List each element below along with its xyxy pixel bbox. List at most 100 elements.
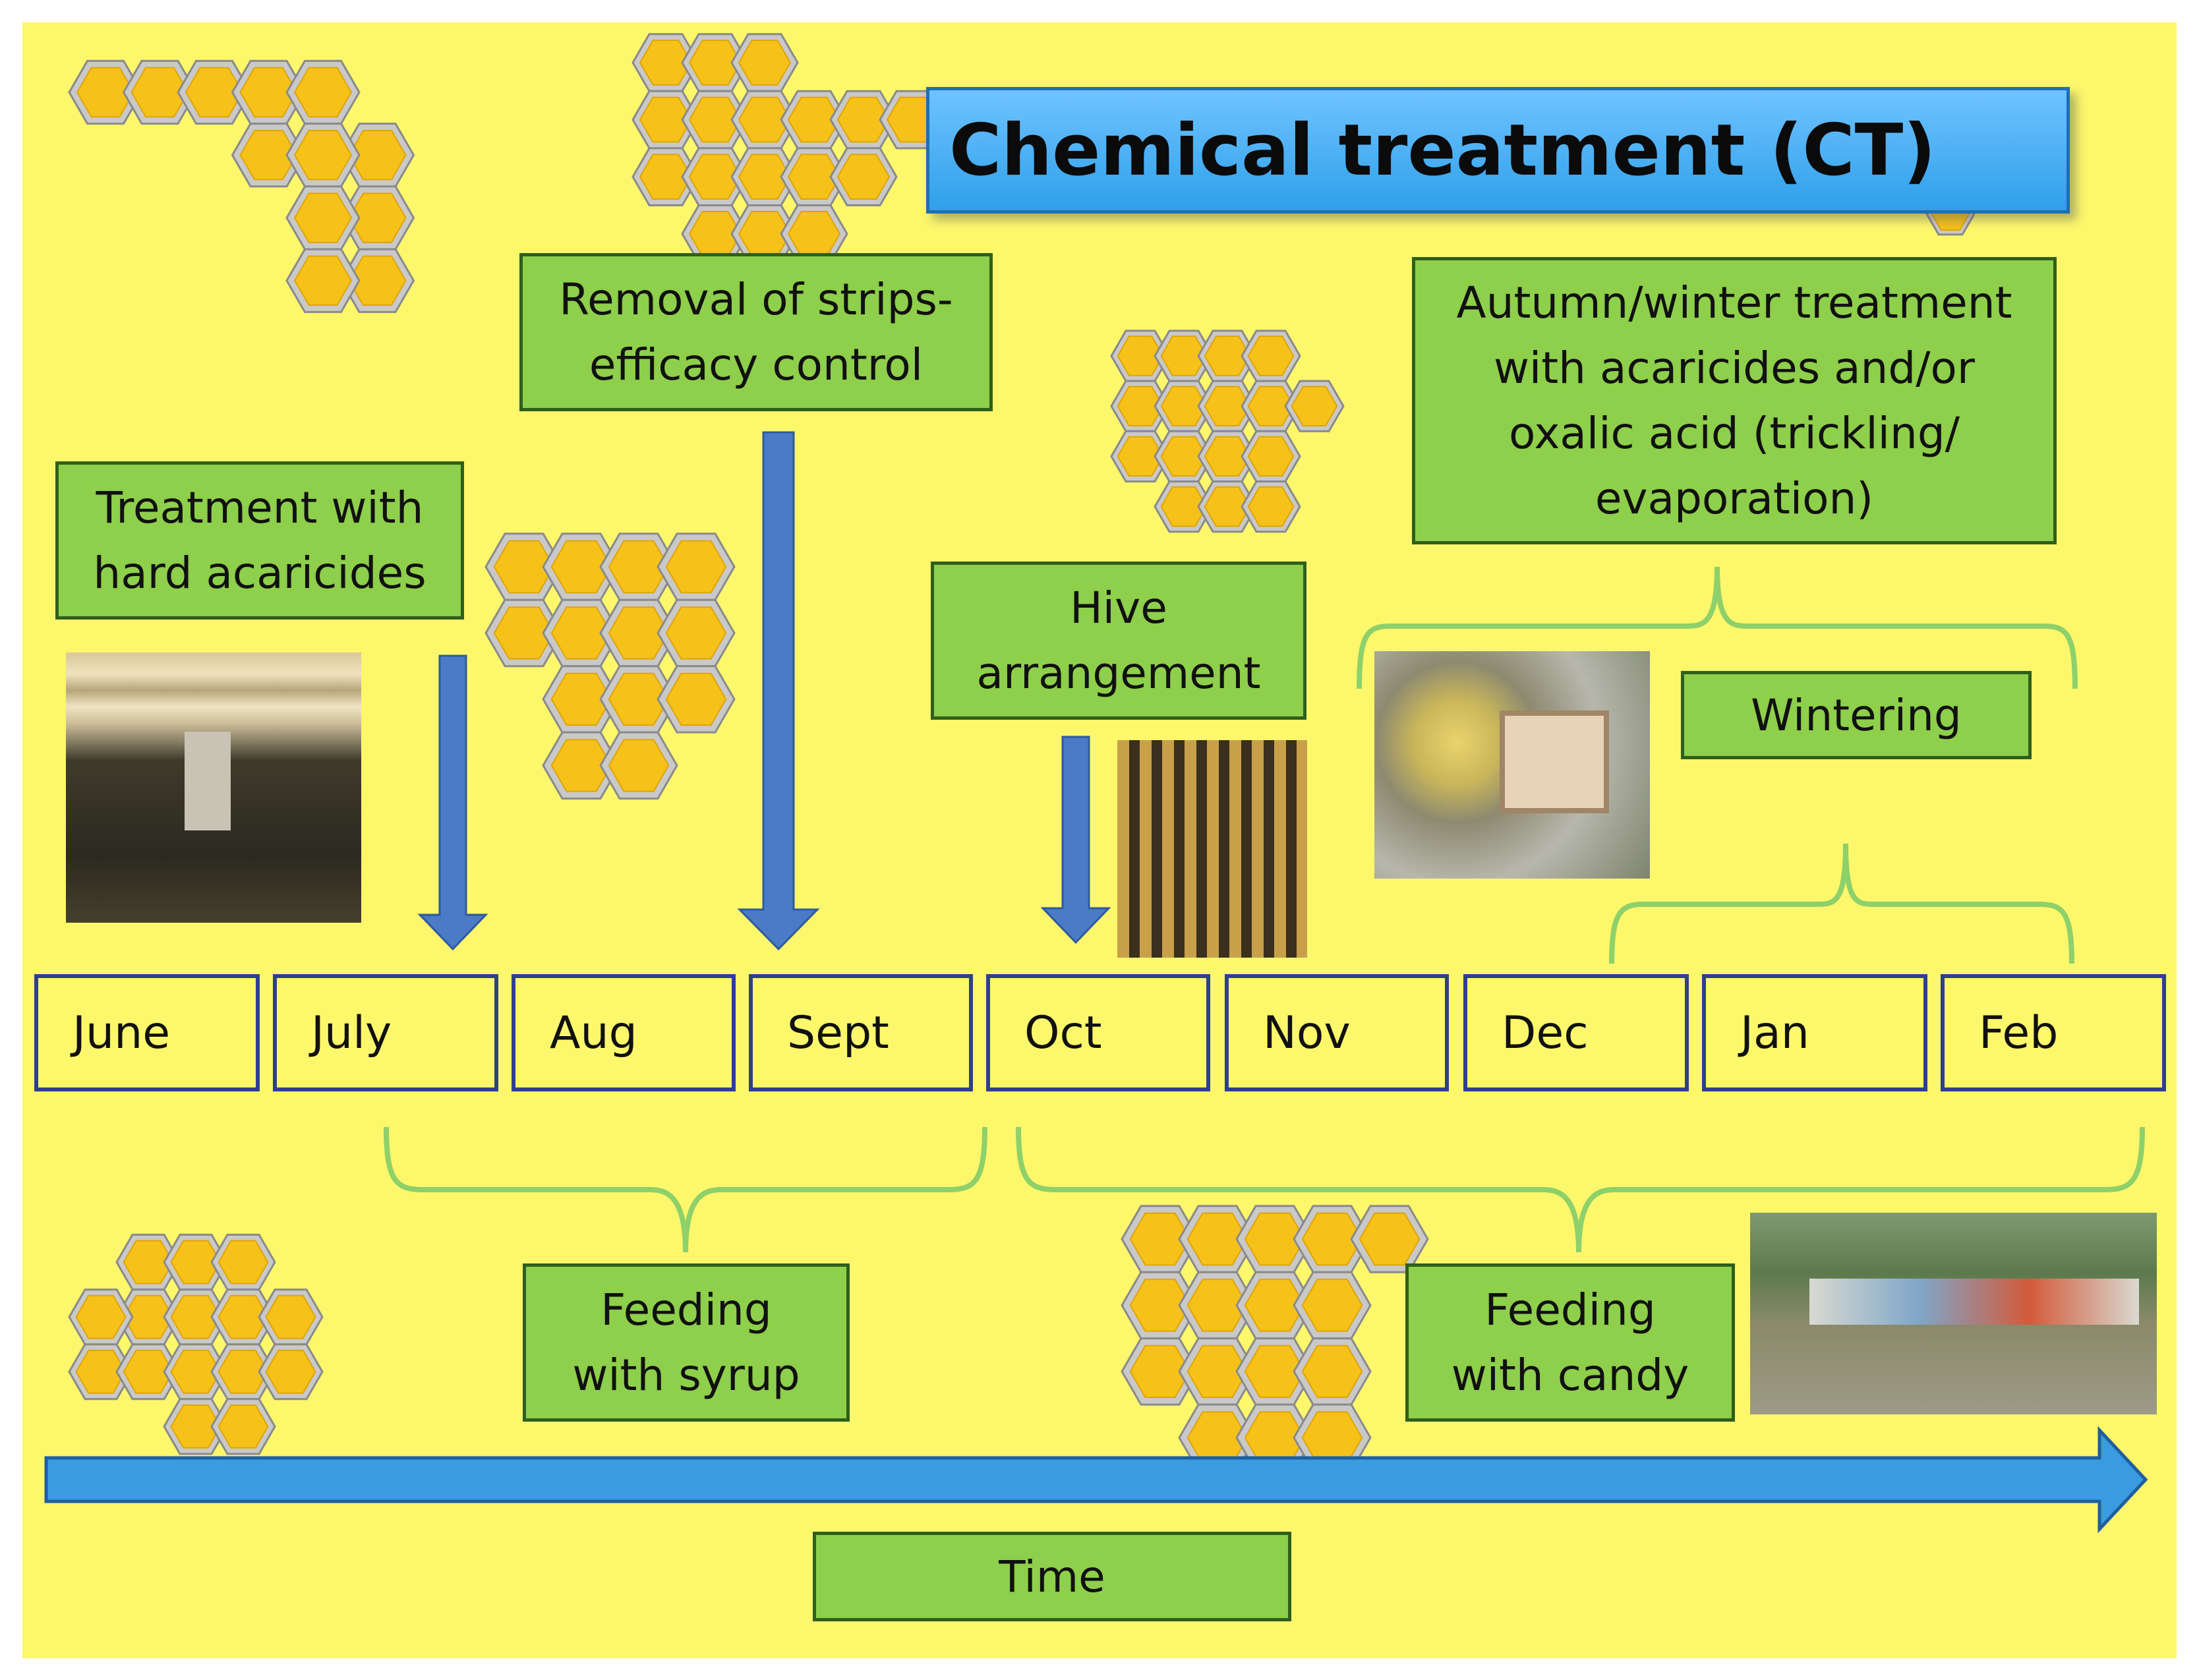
honeycomb-cell: [285, 248, 361, 313]
title-bar: Chemical treatment (CT): [926, 87, 2070, 214]
honeycomb-cell: [68, 1289, 134, 1346]
honeycomb-cell: [210, 1398, 276, 1455]
honeycomb-cell: [1235, 1205, 1314, 1273]
honeycomb-cell: [657, 533, 736, 601]
honeycomb-cell: [339, 123, 415, 188]
honeycomb-cell: [285, 185, 361, 250]
month-box: Nov: [1225, 974, 1449, 1091]
honeycomb-cell: [780, 204, 848, 264]
honeycomb-cell: [1121, 1271, 1200, 1340]
honeycomb-cell: [542, 665, 621, 734]
honeycomb-cell: [631, 33, 700, 92]
honeycomb-cell: [542, 731, 621, 800]
honeycomb-cell: [68, 59, 143, 125]
label-feeding-syrup: Feeding with syrup: [523, 1263, 850, 1422]
honeycomb-cell: [681, 33, 749, 92]
honeycomb-cell: [599, 731, 678, 800]
honeycomb-cell: [1110, 330, 1171, 382]
honeycomb-cell: [1293, 1205, 1372, 1273]
honeycomb-cell: [1241, 480, 1301, 533]
honeycomb-cell: [163, 1289, 229, 1346]
photo-hive-box: [1500, 710, 1609, 813]
brace-icon: [1357, 566, 2078, 689]
honeycomb-cell: [681, 90, 749, 150]
month-box: Sept: [749, 974, 973, 1091]
honeycomb-cell: [1241, 430, 1301, 482]
honeycomb-cell: [1154, 430, 1214, 482]
honeycomb-cell: [1154, 330, 1214, 382]
honeycomb-cell: [115, 1289, 181, 1346]
honeycomb-cell: [1241, 330, 1301, 382]
honeycomb-cell: [484, 598, 564, 668]
honeycomb-cell: [1350, 1205, 1429, 1273]
honeycomb-cell: [1110, 430, 1171, 482]
month-box: June: [34, 974, 260, 1091]
honeycomb-cell: [1197, 380, 1258, 432]
honeycomb-cell: [68, 1343, 134, 1401]
honeycomb-cell: [631, 147, 700, 206]
down-arrow-icon: [417, 654, 488, 951]
honeycomb-cell: [1293, 1403, 1372, 1472]
honeycomb-cell: [484, 533, 564, 601]
month-box: Dec: [1463, 974, 1689, 1091]
label-treatment-hard-acaricides: Treatment with hard acaricides: [55, 461, 464, 620]
month-box: Oct: [986, 974, 1210, 1091]
honeycomb-icon: [1121, 1205, 1429, 1472]
photo-hive-frames: [66, 652, 361, 923]
time-arrow-icon: [44, 1426, 2148, 1534]
honeycomb-cell: [177, 59, 252, 125]
photo-apiary: [1750, 1213, 2157, 1414]
honeycomb-cell: [1293, 1271, 1372, 1340]
honeycomb-cell: [681, 147, 749, 206]
month-box: July: [273, 974, 498, 1091]
honeycomb-cell: [1178, 1271, 1257, 1340]
honeycomb-cell: [210, 1233, 276, 1291]
honeycomb-cell: [599, 598, 678, 668]
honeycomb-cell: [1284, 380, 1345, 432]
honeycomb-cell: [1154, 480, 1214, 533]
honeycomb-cell: [1197, 430, 1258, 482]
honeycomb-cell: [542, 598, 621, 668]
honeycomb-cell: [599, 665, 678, 734]
honeycomb-cell: [1197, 330, 1258, 382]
label-autumn-winter-treatment: Autumn/winter treatment with acaricides …: [1412, 257, 2057, 544]
honeycomb-cell: [1197, 480, 1258, 533]
label-time: Time: [813, 1532, 1291, 1621]
photo-hive-row: [1809, 1279, 2139, 1325]
honeycomb-cell: [599, 533, 678, 601]
honeycomb-cell: [780, 90, 848, 150]
label-feeding-candy: Feeding with candy: [1405, 1263, 1735, 1422]
honeycomb-cell: [730, 147, 799, 206]
month-box: Jan: [1702, 974, 1927, 1091]
honeycomb-cell: [657, 665, 736, 734]
photo-strip: [185, 732, 231, 830]
honeycomb-cell: [258, 1343, 324, 1401]
photo-bee-frame: [1117, 740, 1307, 958]
honeycomb-icon: [68, 1233, 324, 1455]
honeycomb-cell: [231, 123, 307, 188]
brace-icon: [384, 1126, 987, 1253]
down-arrow-icon: [1040, 736, 1111, 944]
down-arrow-icon: [737, 431, 820, 951]
page-title: Chemical treatment (CT): [949, 109, 1936, 192]
honeycomb-cell: [1121, 1337, 1200, 1406]
honeycomb-cell: [1110, 380, 1171, 432]
honeycomb-cell: [163, 1398, 229, 1455]
month-box: Aug: [512, 974, 736, 1091]
brace-icon: [1016, 1126, 2145, 1253]
honeycomb-cell: [829, 147, 898, 206]
honeycomb-cell: [1178, 1403, 1257, 1472]
honeycomb-cell: [730, 33, 799, 92]
label-wintering: Wintering: [1681, 671, 2032, 759]
honeycomb-cell: [210, 1289, 276, 1346]
label-hive-arrangement: Hive arrangement: [931, 562, 1306, 720]
honeycomb-cell: [1235, 1337, 1314, 1406]
honeycomb-cell: [631, 90, 700, 150]
honeycomb-cell: [285, 59, 361, 125]
honeycomb-cell: [122, 59, 198, 125]
honeycomb-cell: [1293, 1337, 1372, 1406]
honeycomb-cell: [285, 123, 361, 188]
honeycomb-icon: [68, 59, 415, 313]
